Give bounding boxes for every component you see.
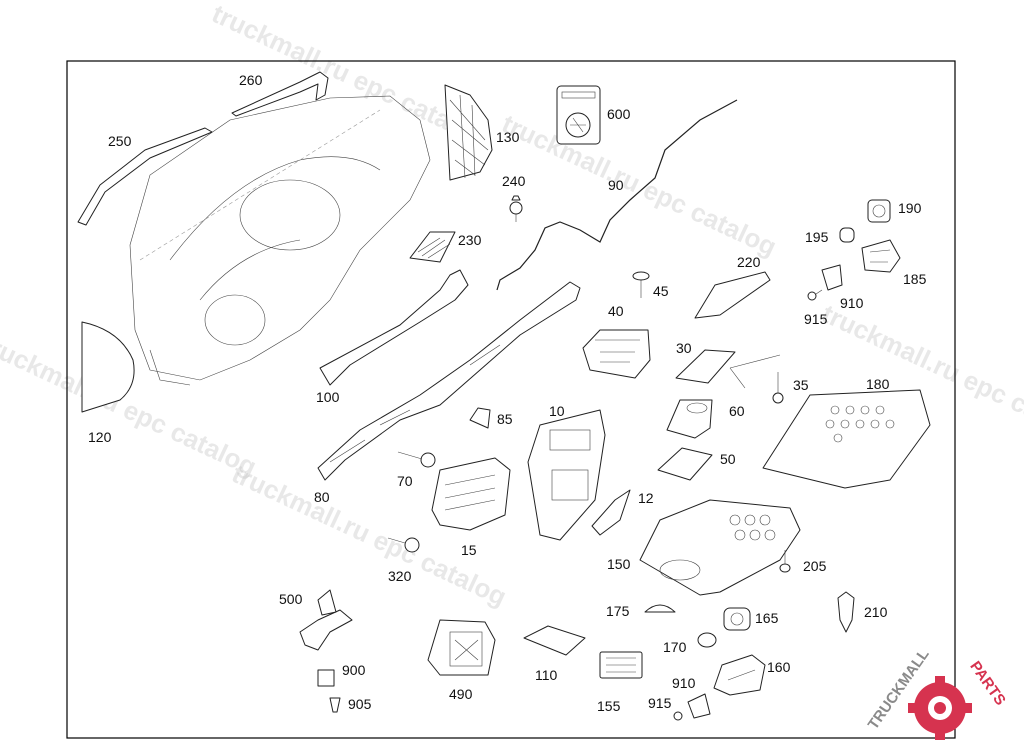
callout-150: 150 xyxy=(607,556,631,572)
callout-165: 165 xyxy=(755,610,779,626)
callout-45: 45 xyxy=(653,283,669,299)
part-60-housing[interactable] xyxy=(666,399,713,439)
part-205-screw[interactable] xyxy=(779,550,791,573)
callout-240: 240 xyxy=(502,173,526,189)
watermark-text: truckmall.ru epc catalog xyxy=(0,328,261,482)
callout-195: 195 xyxy=(805,229,829,245)
dashboard-outline xyxy=(129,95,431,386)
part-240-screw[interactable] xyxy=(509,195,523,222)
part-150-carrier[interactable] xyxy=(639,499,801,596)
part-900-relay[interactable] xyxy=(317,669,335,687)
callout-12: 12 xyxy=(638,490,654,506)
part-490-module[interactable] xyxy=(427,619,496,676)
callout-250: 250 xyxy=(108,133,132,149)
callout-80: 80 xyxy=(314,489,330,505)
callout-50: 50 xyxy=(720,451,736,467)
part-165-bulb-holder[interactable] xyxy=(723,607,751,631)
watermark-layer: truckmall.ru epc catalog truckmall.ru ep… xyxy=(0,0,1024,612)
callout-600: 600 xyxy=(607,106,631,122)
part-180-tray[interactable] xyxy=(762,389,931,489)
part-10-center-panel[interactable] xyxy=(527,409,606,541)
callout-905: 905 xyxy=(348,696,372,712)
callout-175: 175 xyxy=(606,603,630,619)
part-40-switch-block[interactable] xyxy=(582,329,651,379)
part-90-cable[interactable] xyxy=(496,99,738,291)
callout-120: 120 xyxy=(88,429,112,445)
part-230-air-vent[interactable] xyxy=(409,231,456,263)
callout-90: 90 xyxy=(608,177,624,193)
part-35-screw[interactable] xyxy=(772,372,784,404)
part-170-bulb[interactable] xyxy=(697,632,717,648)
part-85-clip[interactable] xyxy=(469,407,491,429)
callout-10: 10 xyxy=(549,403,565,419)
callout-35: 35 xyxy=(793,377,809,393)
diagram-frame xyxy=(66,60,956,739)
part-155-connector[interactable] xyxy=(599,651,643,679)
part-45-screw[interactable] xyxy=(632,271,650,298)
callout-230: 230 xyxy=(458,232,482,248)
part-110-cover[interactable] xyxy=(523,625,586,656)
part-100-trim[interactable] xyxy=(319,269,469,386)
part-910-bulb-holder-lower[interactable] xyxy=(687,693,711,719)
callout-70: 70 xyxy=(397,473,413,489)
part-500-bracket[interactable] xyxy=(299,589,353,651)
part-600-label[interactable] xyxy=(556,85,601,145)
part-210-clip[interactable] xyxy=(837,591,855,633)
callout-500: 500 xyxy=(279,591,303,607)
part-70-screw[interactable] xyxy=(397,451,436,468)
part-160-lamp[interactable] xyxy=(713,654,766,696)
callout-100: 100 xyxy=(316,389,340,405)
part-80-main-trim[interactable] xyxy=(317,281,581,481)
callout-170: 170 xyxy=(663,639,687,655)
leader-line-60 xyxy=(729,354,781,389)
part-195-bulb[interactable] xyxy=(839,227,855,243)
callout-910-lower: 910 xyxy=(672,675,696,691)
part-120-side-panel[interactable] xyxy=(81,321,135,413)
callout-180: 180 xyxy=(866,376,890,392)
part-130-speaker-grille[interactable] xyxy=(444,84,493,181)
callout-490: 490 xyxy=(449,686,473,702)
part-30-cover-plate[interactable] xyxy=(675,349,736,384)
part-15-air-vent[interactable] xyxy=(431,457,511,531)
callout-210: 210 xyxy=(864,604,888,620)
callout-30: 30 xyxy=(676,340,692,356)
logo-text-parts: PARTS xyxy=(966,658,1008,708)
part-260-trim-strip[interactable] xyxy=(231,71,329,117)
part-185-socket[interactable] xyxy=(861,239,901,273)
callout-320: 320 xyxy=(388,568,412,584)
part-175-cap[interactable] xyxy=(644,604,676,613)
truckmall-parts-logo[interactable]: TRUCKMALL PARTS xyxy=(865,646,1009,740)
callout-160: 160 xyxy=(767,659,791,675)
callout-900: 900 xyxy=(342,662,366,678)
callout-910-upper: 910 xyxy=(840,295,864,311)
part-905-fuse[interactable] xyxy=(329,697,341,713)
part-915-bulb-lower[interactable] xyxy=(673,711,683,721)
callout-205: 205 xyxy=(803,558,827,574)
callout-40: 40 xyxy=(608,303,624,319)
callout-185: 185 xyxy=(903,271,927,287)
part-50-frame[interactable] xyxy=(657,447,713,481)
callout-220: 220 xyxy=(737,254,761,270)
part-190-switch[interactable] xyxy=(867,199,891,223)
callout-915-lower: 915 xyxy=(648,695,672,711)
part-250-trim-strip[interactable] xyxy=(77,127,213,226)
callout-15: 15 xyxy=(461,542,477,558)
part-12-cover[interactable] xyxy=(591,489,631,536)
callout-60: 60 xyxy=(729,403,745,419)
gear-icon xyxy=(908,676,972,740)
callout-915-upper: 915 xyxy=(804,311,828,327)
part-220-cover[interactable] xyxy=(694,271,771,319)
part-320-screw[interactable] xyxy=(387,537,420,553)
part-915-bulb[interactable] xyxy=(807,289,823,301)
callout-labels: 260 250 130 600 240 90 230 190 195 220 1… xyxy=(88,72,927,714)
callout-260: 260 xyxy=(239,72,263,88)
part-910-bulb-holder[interactable] xyxy=(821,264,843,291)
callout-190: 190 xyxy=(898,200,922,216)
callout-110: 110 xyxy=(535,667,558,683)
callout-85: 85 xyxy=(497,411,513,427)
callout-155: 155 xyxy=(597,698,621,714)
callout-130: 130 xyxy=(496,129,520,145)
